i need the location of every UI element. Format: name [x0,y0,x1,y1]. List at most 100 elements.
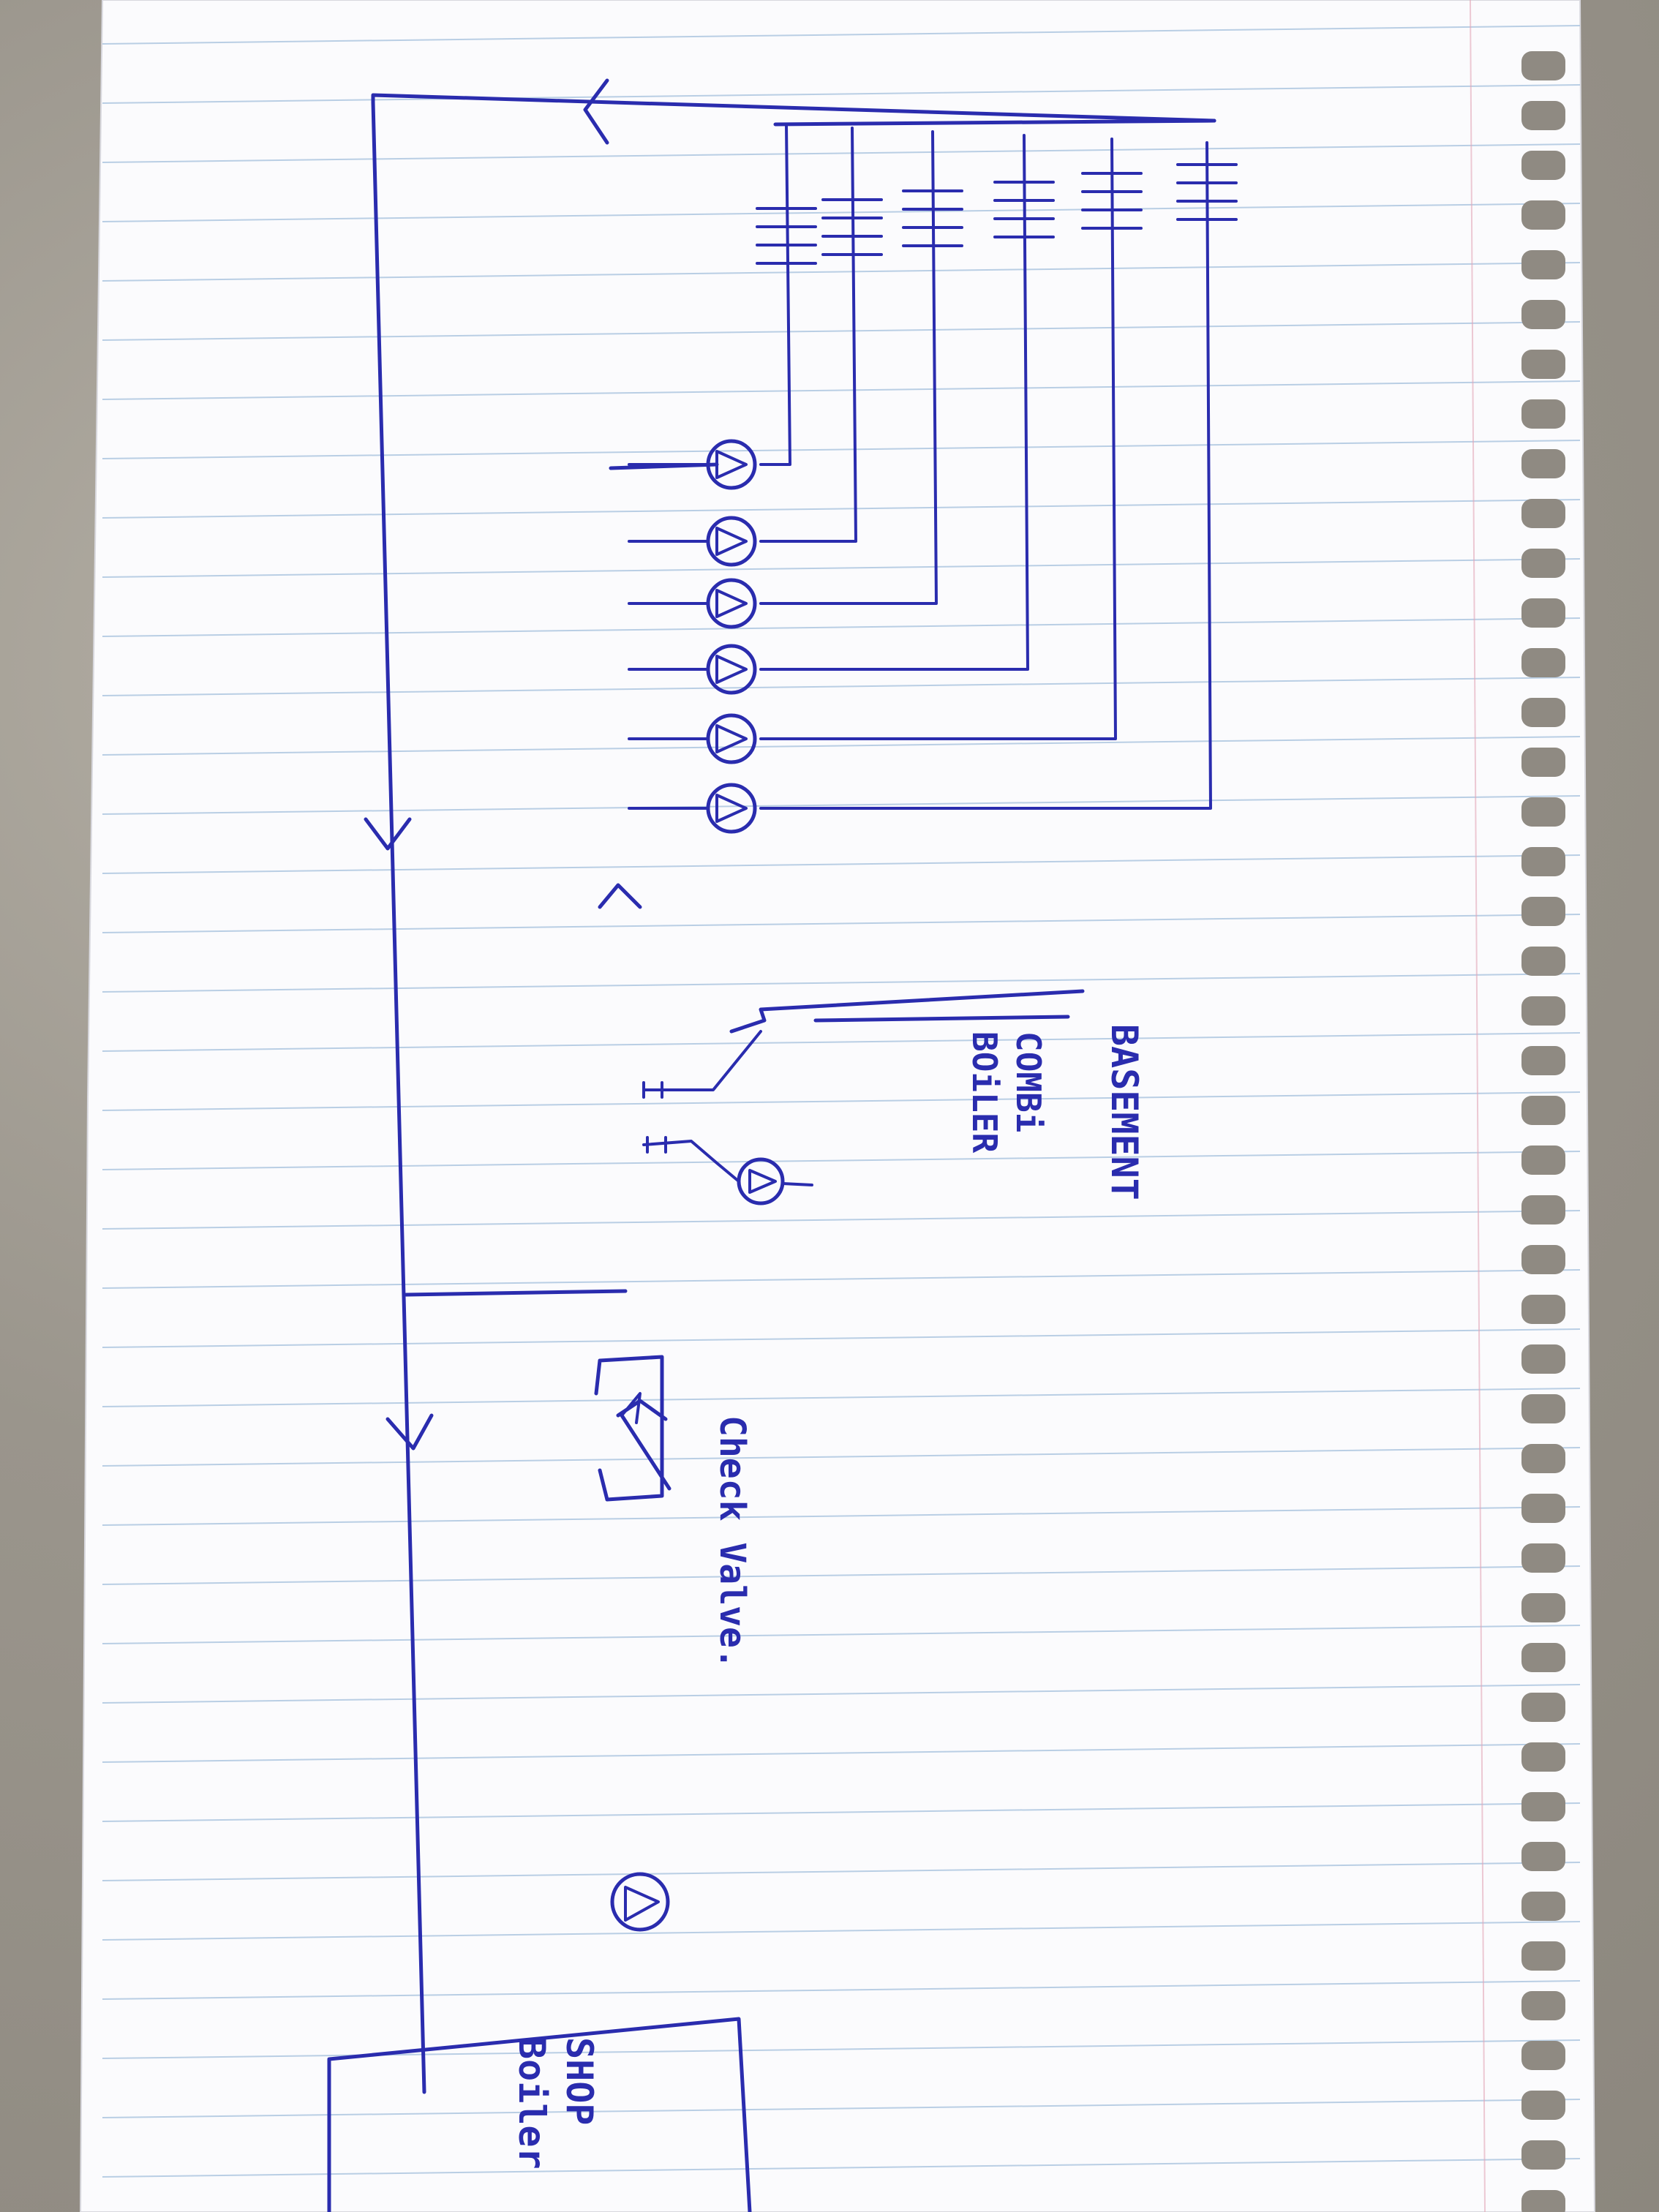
spiral-hole [1521,897,1565,926]
ruled-line [102,914,1581,933]
ruled-line [102,1802,1581,1822]
spiral-hole [1521,151,1565,180]
spiral-binding [1521,51,1565,2212]
spiral-hole [1521,1195,1565,1224]
spiral-hole [1521,1543,1565,1573]
spiral-hole [1521,598,1565,628]
spiral-hole [1521,449,1565,478]
zone-pump-arrow-icon [715,589,748,618]
spiral-hole [1521,1892,1565,1921]
combi-pump-connector [781,1182,813,1186]
spiral-hole [1521,250,1565,279]
zone-pump-arrow-icon [715,794,748,823]
spiral-hole [1521,1693,1565,1722]
ruled-line [102,262,1581,282]
check-valve-symbol [594,1355,664,1502]
paper-sheet [79,0,1596,2212]
margin-line [1470,0,1486,2212]
spiral-hole [1521,51,1565,80]
ruled-line [102,854,1581,874]
ruled-line [102,499,1581,519]
zone-header [773,118,1216,127]
ruled-line [102,2158,1581,2178]
zone-pipe [759,141,1212,810]
combi-pump-icon [737,1157,785,1205]
ruled-line [102,558,1581,578]
ruled-line [102,1625,1581,1644]
combi-label-line2: BOiLER [965,1031,1004,1153]
spiral-hole [1521,797,1565,827]
ruled-line [102,1210,1581,1230]
zone-branches [628,118,1238,834]
spiral-hole [1521,549,1565,578]
basement-label: BASEMENT [1103,1024,1146,1200]
shop-label-line2: Boiler [511,2037,553,2170]
zone-pipe [759,130,938,605]
spiral-hole [1521,1742,1565,1772]
spiral-hole [1521,101,1565,130]
check-valve: Check Valve. [594,1355,753,1669]
ruled-line [102,2039,1581,2059]
ruled-line [102,1388,1581,1407]
ruled-line [102,973,1581,993]
ruled-line [102,1091,1581,1111]
spiral-hole [1521,947,1565,976]
zone-pump-arrow-icon [715,450,748,479]
spiral-hole [1521,1245,1565,1274]
spiral-hole [1521,698,1565,727]
ruled-line [102,1980,1581,2000]
return-arrow-mid [364,817,412,851]
ruled-line [102,795,1581,815]
spiral-hole [1521,2041,1565,2070]
zone-pump-arrow-icon [715,527,748,556]
zone-pump-arrow-icon [715,655,748,684]
zone-pipe [759,134,1029,671]
ruled-line [102,1921,1581,1941]
combi-boiler: BASEMENT COMBi BOiLER [642,989,1146,1205]
ruled-line [102,1684,1581,1704]
ruled-line [102,440,1581,459]
spiral-hole [1521,1494,1565,1523]
ruled-line [102,1328,1581,1348]
ruled-line [102,1447,1581,1467]
shop-boiler: SHOP Boiler [327,2017,752,2212]
ruled-line [102,736,1581,756]
spiral-hole [1521,1643,1565,1672]
ruled-line [102,1565,1581,1585]
ruled-line [102,677,1581,696]
zone-pump-arrow-icon [715,724,748,753]
spiral-hole [1521,1295,1565,1324]
shop-pump-icon [610,1872,670,1932]
combi-boiler-top [813,1015,1070,1023]
spiral-hole [1521,1593,1565,1622]
spiral-hole [1521,2140,1565,2170]
spiral-hole [1521,2190,1565,2212]
spiral-hole [1521,1394,1565,1423]
combi-pump-arrow-icon [748,1169,777,1194]
spiral-hole [1521,399,1565,429]
combi-outlet-line [642,1140,740,1183]
shop-pump-arrow-icon [624,1886,660,1922]
combi-inlet-line [642,1030,762,1091]
check-valve-diagonal [620,1413,672,1491]
ruled-line [102,1862,1581,1881]
spiral-hole [1521,1046,1565,1075]
spiral-hole [1521,200,1565,230]
spiral-hole [1521,300,1565,329]
combi-label-line1: COMBi [1009,1031,1048,1132]
return-arrow-low [385,1413,434,1451]
ruled-line [102,2099,1581,2118]
ruled-lines [102,25,1581,2178]
spiral-hole [1521,1941,1565,1971]
ruled-line [102,1269,1581,1289]
ruled-line [102,321,1581,341]
ruled-line [102,617,1581,637]
ruled-line [102,1032,1581,1052]
spiral-hole [1521,1344,1565,1374]
spiral-hole [1521,1146,1565,1175]
spiral-hole [1521,847,1565,876]
ruled-line [102,1506,1581,1526]
spiral-hole [1521,1792,1565,1821]
